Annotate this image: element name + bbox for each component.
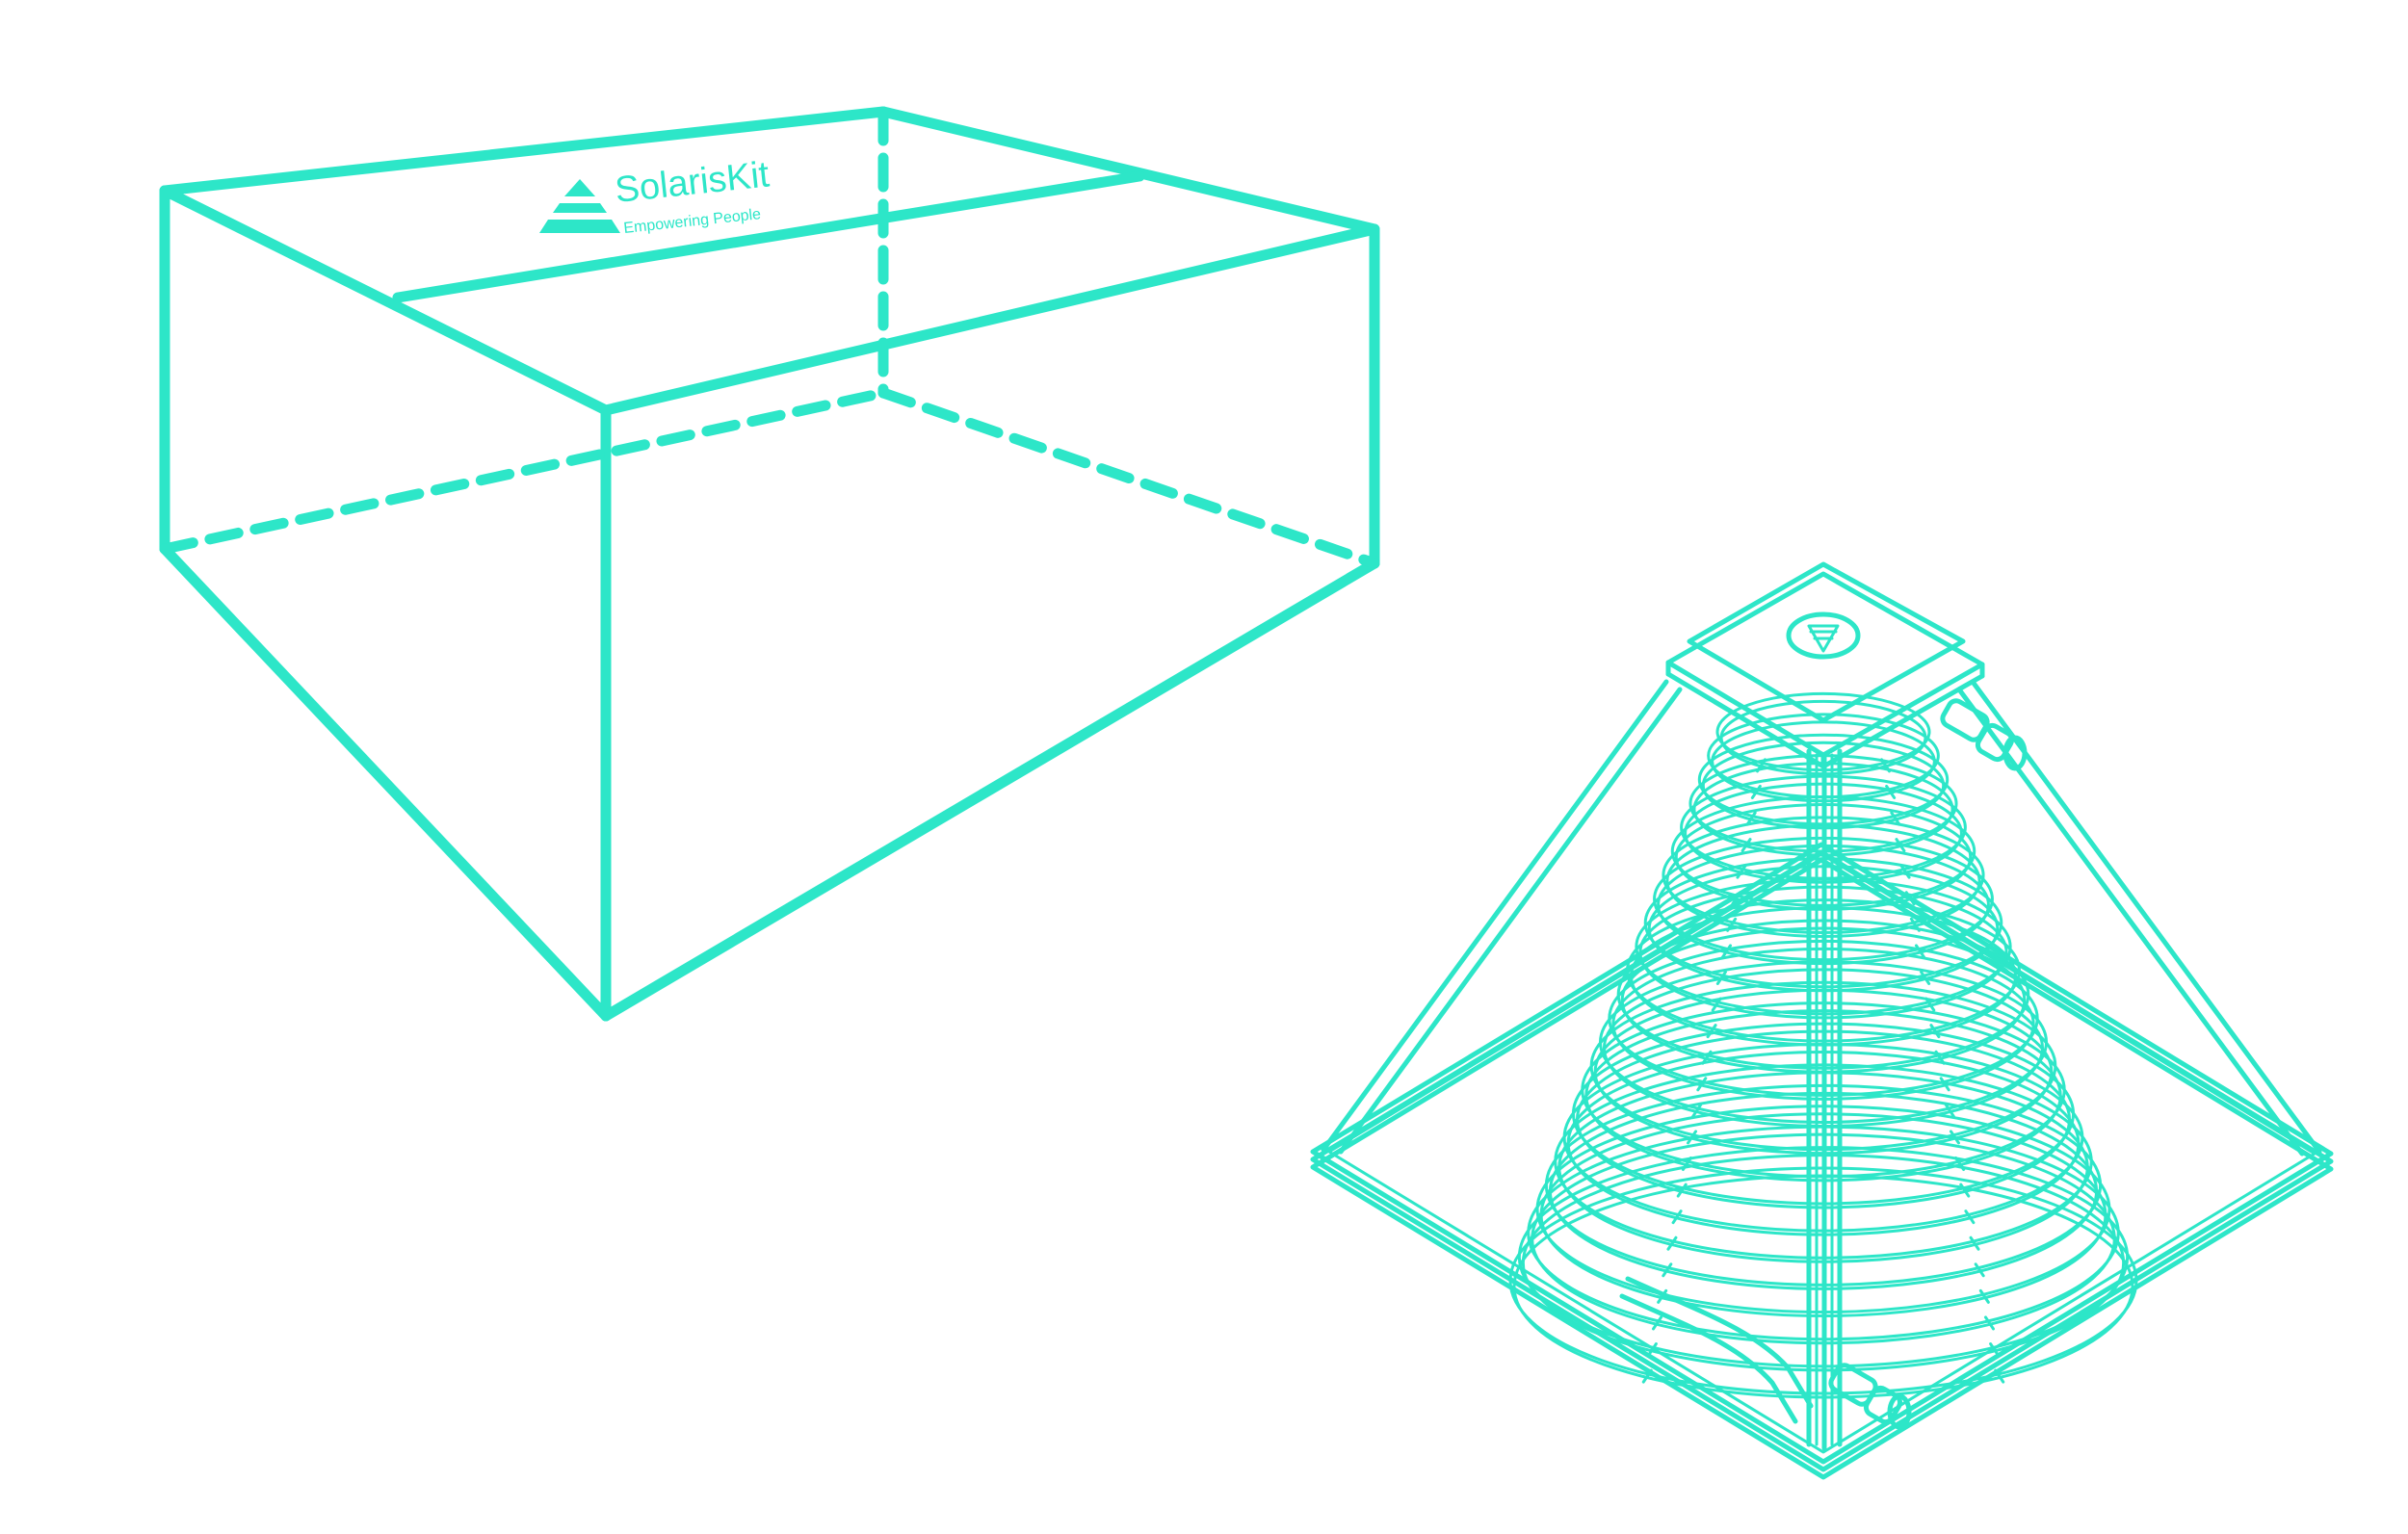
coil-clip <box>1641 1368 1653 1384</box>
coil-clip <box>1944 1103 1955 1118</box>
round-emblem-icon <box>1786 611 1861 660</box>
coil-clip <box>1662 1262 1673 1278</box>
box-hidden-back-right-edge <box>877 387 1380 569</box>
box-hidden-back-left-edge <box>159 387 889 555</box>
coil-clip <box>1978 1288 1990 1304</box>
box-flap-seam <box>392 170 1145 303</box>
device-top-cap <box>1665 561 1985 769</box>
pyramid-device <box>1310 561 2334 1480</box>
coil-clip <box>1671 1209 1683 1225</box>
coil-clip <box>1989 1342 2001 1358</box>
coil-clip <box>1691 1103 1703 1118</box>
triangle-stripes-logo-icon <box>539 179 620 233</box>
coil-clip <box>1652 1315 1663 1331</box>
inlet-hose <box>1619 1276 1912 1430</box>
coil-clip <box>1969 1235 1980 1251</box>
shipping-box: SolarisKit Empowering People <box>159 106 1380 1022</box>
device-legs <box>1321 679 2322 1451</box>
outlet-fitting <box>1940 698 2028 771</box>
box-bottom-left-edge <box>159 543 612 1022</box>
box-bottom-right-edge <box>600 558 1380 1022</box>
box-top-face <box>159 106 1380 416</box>
coil-clip <box>1964 1209 1976 1225</box>
coil-clip <box>1983 1315 1995 1331</box>
brand-logo: SolarisKit Empowering People <box>539 154 772 237</box>
coil-clip <box>1666 1235 1678 1251</box>
coil-clip <box>1890 811 1901 826</box>
coil-clip <box>1721 944 1733 959</box>
coil-clip <box>1994 1368 2005 1384</box>
coil-clip <box>1745 811 1757 826</box>
coil-clip <box>1914 944 1925 959</box>
brand-name: SolarisKit <box>614 154 772 211</box>
coil-clip <box>1974 1262 1985 1278</box>
coil-clip <box>1646 1342 1658 1358</box>
brand-tagline: Empowering People <box>623 206 762 237</box>
